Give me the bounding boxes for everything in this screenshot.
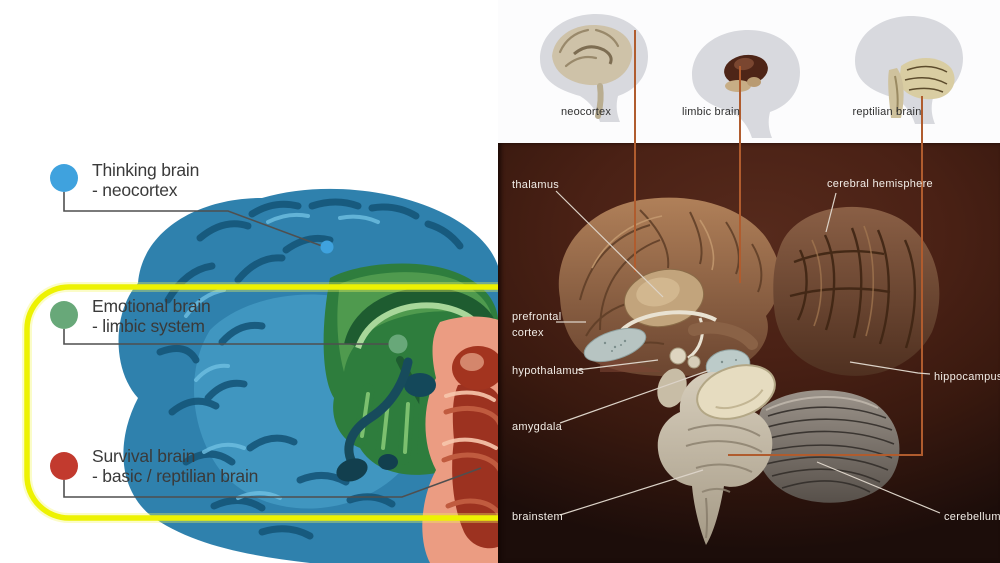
callout-lines bbox=[634, 30, 923, 456]
mini-brain-limbic bbox=[692, 30, 800, 138]
label-thalamus: thalamus bbox=[512, 179, 560, 191]
legend-leader-lines bbox=[63, 192, 482, 498]
thinking-brain-dot bbox=[50, 164, 78, 192]
legend-title: Thinking brain bbox=[92, 160, 200, 180]
anatomy-photo-panel: neocortex limbic brain reptilian brain t… bbox=[498, 0, 1000, 563]
limbic-highlight-outline bbox=[22, 282, 500, 523]
left-illustration-panel: Thinking brain - neocortex Emotional bra… bbox=[22, 160, 500, 563]
legend-subtitle: - basic / reptilian brain bbox=[92, 466, 259, 486]
limbic-marker-dot bbox=[388, 334, 408, 354]
specimen-medial-hemisphere bbox=[558, 197, 780, 381]
mini-label-neocortex: neocortex bbox=[560, 106, 612, 118]
mini-brain-reptilian bbox=[855, 16, 963, 124]
legend-emotional-brain: Emotional brain - limbic system bbox=[92, 296, 211, 336]
specimen-brainstem-cerebellum bbox=[657, 364, 900, 545]
label-amygdala: amygdala bbox=[512, 421, 563, 433]
pituitary-shape bbox=[336, 357, 436, 482]
legend-subtitle: - limbic system bbox=[92, 316, 205, 336]
mini-label-reptilian-brain: reptilian brain bbox=[852, 106, 922, 118]
label-cerebellum: cerebellum bbox=[944, 511, 1000, 523]
survival-brain-dot bbox=[50, 452, 78, 480]
legend-survival-brain: Survival brain - basic / reptilian brain bbox=[92, 446, 258, 486]
mini-label-limbic-brain: limbic brain bbox=[681, 106, 741, 118]
brainstem-region-shape bbox=[422, 316, 500, 563]
neocortex-marker-dot bbox=[320, 240, 334, 254]
emotional-brain-dot bbox=[50, 301, 78, 329]
legend-title: Emotional brain bbox=[92, 296, 211, 316]
legend-title: Survival brain bbox=[92, 446, 196, 466]
anatomy-artwork bbox=[540, 14, 963, 545]
label-prefrontal-cortex: prefrontal cortex bbox=[512, 311, 562, 339]
label-hypothalamus: hypothalamus bbox=[512, 365, 585, 377]
legend-subtitle: - neocortex bbox=[92, 180, 178, 200]
mini-brain-neocortex bbox=[540, 14, 648, 122]
label-hippocampus: hippocampus bbox=[934, 371, 1000, 383]
label-cerebral-hemisphere: cerebral hemisphere bbox=[827, 178, 933, 190]
label-brainstem: brainstem bbox=[512, 511, 563, 523]
legend-thinking-brain: Thinking brain - neocortex bbox=[92, 160, 199, 200]
triune-brain-illustration bbox=[22, 188, 500, 563]
specimen-lateral-hemisphere bbox=[773, 206, 940, 376]
leader-lines bbox=[555, 190, 941, 516]
